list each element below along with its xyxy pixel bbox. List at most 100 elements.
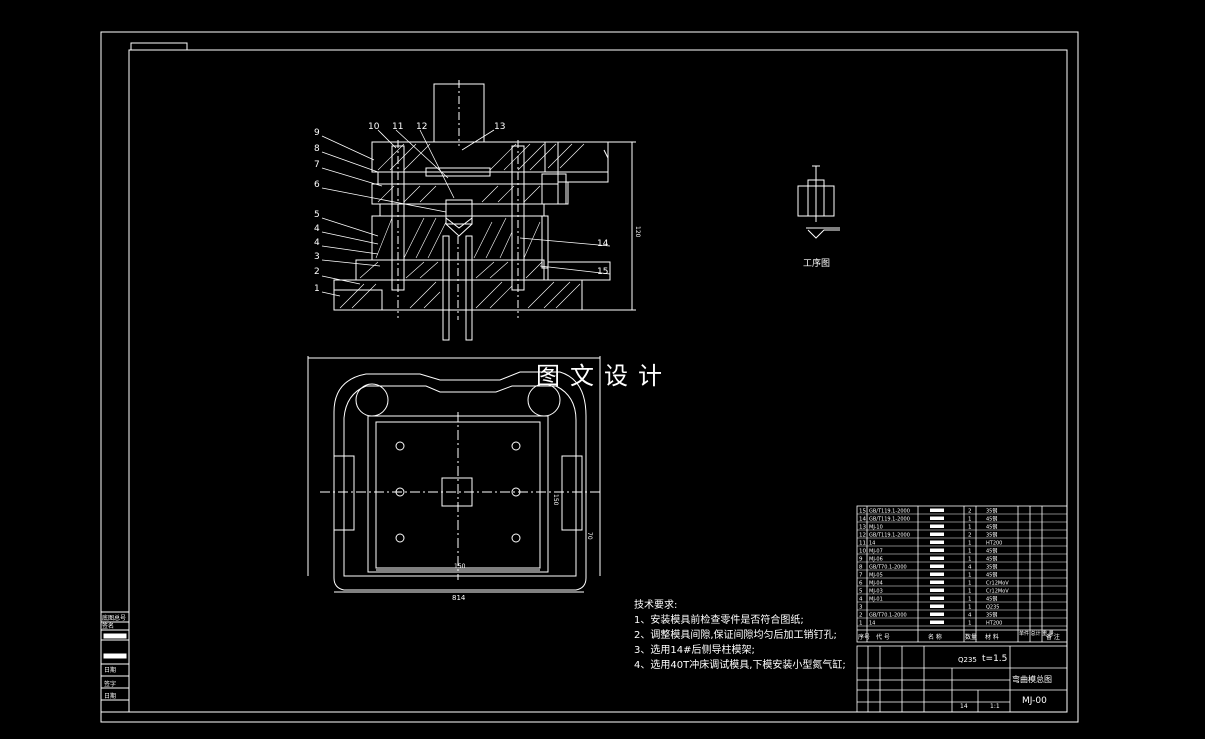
sheet-number: 14 xyxy=(960,703,968,710)
tech-title: 技术要求: xyxy=(634,600,678,611)
tech-item-2: 2、调整模具间隙,保证间隙均匀后加工销钉孔; xyxy=(634,630,837,641)
inner-frame xyxy=(128,49,1068,713)
process-diagram-label: 工序图 xyxy=(803,257,830,269)
bom-row-mat: Cr12MoV xyxy=(986,589,1009,595)
bom-row-mat: HT200 xyxy=(986,541,1002,547)
callout-7: 7 xyxy=(314,160,320,170)
callout-12: 12 xyxy=(416,122,427,132)
bom-row-mat: 45钢 xyxy=(986,572,997,579)
bom-row-name-block xyxy=(930,572,944,576)
bom-row-code: 14 xyxy=(869,541,875,547)
bom-row-mat: 35钢 xyxy=(986,532,997,539)
bom-row-name-block xyxy=(930,556,944,560)
bom-row-qty: 1 xyxy=(968,597,972,603)
bom-row-mat: Cr12MoV xyxy=(986,581,1009,587)
bom-row-no: 9 xyxy=(859,557,863,563)
outer-frame xyxy=(100,31,1079,723)
bom-row-no: 8 xyxy=(859,565,863,571)
bom-row-qty: 4 xyxy=(968,613,972,619)
left-strip-labels: 底图总号 签名 日期 签字 日期 xyxy=(102,614,126,700)
callout-15: 15 xyxy=(597,267,608,277)
bom-row-mat: 45钢 xyxy=(986,524,997,531)
bom-row-qty: 1 xyxy=(968,589,972,595)
bom-row-name-block xyxy=(930,580,944,584)
bom-row-name-block xyxy=(930,604,944,608)
callout-4: 4 xyxy=(314,224,320,234)
bom-row-name-block xyxy=(930,620,944,624)
callout-13: 13 xyxy=(494,122,505,132)
bom-row-no: 3 xyxy=(859,605,863,611)
bom-row-name-block xyxy=(930,564,944,568)
bom-row-code: GB/T119.1-2000 xyxy=(869,509,910,515)
bom-row-no: 2 xyxy=(859,613,863,619)
callout-1: 1 xyxy=(314,284,320,294)
bom-row-name-block xyxy=(930,596,944,600)
left-strip-label-0: 底图总号 xyxy=(102,614,126,622)
bom-row-name-block xyxy=(930,588,944,592)
bom-row-mat: 35钢 xyxy=(986,612,997,619)
watermark: 图文设计 xyxy=(536,362,672,390)
left-strip-label-1: 签名 xyxy=(102,622,114,630)
bom-row-mat: Q235 xyxy=(986,605,999,611)
bom-row-code: MJ-05 xyxy=(869,573,883,579)
corner-tag xyxy=(130,42,188,51)
title-block-material: Q235 xyxy=(958,656,977,664)
bom-row-no: 13 xyxy=(859,525,866,531)
bom-row-qty: 1 xyxy=(968,557,972,563)
bom-row-no: 12 xyxy=(859,533,866,539)
callout-4: 4 xyxy=(314,238,320,248)
bom-header-mat: 材 料 xyxy=(985,633,999,641)
bom-row-mat: 35钢 xyxy=(986,508,997,515)
bom-row-no: 10 xyxy=(859,549,866,555)
bom-row-qty: 1 xyxy=(968,573,972,579)
callout-10: 10 xyxy=(368,122,380,132)
bom-row-mat: 45钢 xyxy=(986,556,997,563)
bom-row-no: 7 xyxy=(859,573,863,579)
dim-inner-height: 150 xyxy=(552,494,559,506)
bom-row-qty: 1 xyxy=(968,605,972,611)
bom-row-name-block xyxy=(930,548,944,552)
scale-value: 1:1 xyxy=(990,703,1000,710)
title-block-code: MJ-00 xyxy=(1022,696,1047,706)
bom-row-no: 15 xyxy=(859,509,866,515)
bom-row-name-block xyxy=(930,532,944,536)
bom-row-name-block xyxy=(930,612,944,616)
callout-6: 6 xyxy=(314,180,320,190)
bom-header-code: 代 号 xyxy=(876,633,890,641)
bom-row-qty: 1 xyxy=(968,549,972,555)
dim-width: 814 xyxy=(452,594,466,602)
callout-14: 14 xyxy=(597,239,609,249)
dim-small: 70 xyxy=(586,532,593,540)
bom-row-code: MJ-03 xyxy=(869,589,883,595)
callout-3: 3 xyxy=(314,252,320,262)
bom-header-no: 序号 xyxy=(858,633,870,641)
plan-view xyxy=(307,356,602,593)
bom-row-no: 4 xyxy=(859,597,863,603)
bom-row-name-block xyxy=(930,524,944,528)
bom-row-code: 14 xyxy=(869,621,875,627)
bom-row-no: 11 xyxy=(859,541,866,547)
bom-row-code: GB/T70.1-2000 xyxy=(869,565,907,571)
tech-item-3: 3、选用14#后侧导柱模架; xyxy=(634,645,755,656)
bom-row-no: 1 xyxy=(859,621,863,627)
callout-11: 11 xyxy=(392,122,403,132)
bom-row-qty: 1 xyxy=(968,581,972,587)
bom-row-no: 5 xyxy=(859,589,863,595)
bom-row-qty: 2 xyxy=(968,509,972,515)
bom-row-code: MJ-04 xyxy=(869,581,883,587)
bom-row-no: 14 xyxy=(859,517,866,523)
callout-9: 9 xyxy=(314,128,320,138)
tech-requirements: 技术要求: 1、安装模具前检查零件是否符合图纸; 2、调整模具间隙,保证间隙均匀… xyxy=(634,598,846,673)
bom-row-mat: 45钢 xyxy=(986,516,997,523)
bom-header-note: 备 注 xyxy=(1046,633,1060,641)
dim-inner-width: 150 xyxy=(454,563,466,570)
bom-header: 序号 代 号 名 称 数量 材 料 单件 总计 重 量 备 注 xyxy=(858,630,1060,641)
bom-header-qty: 数量 xyxy=(965,633,977,641)
bom-table-grid xyxy=(856,505,1068,713)
left-strip xyxy=(100,611,130,713)
bom-row-code: MJ-07 xyxy=(869,549,883,555)
dim-height-side: 120 xyxy=(634,226,641,238)
bom-row-code: GB/T119.1-2000 xyxy=(869,517,910,523)
